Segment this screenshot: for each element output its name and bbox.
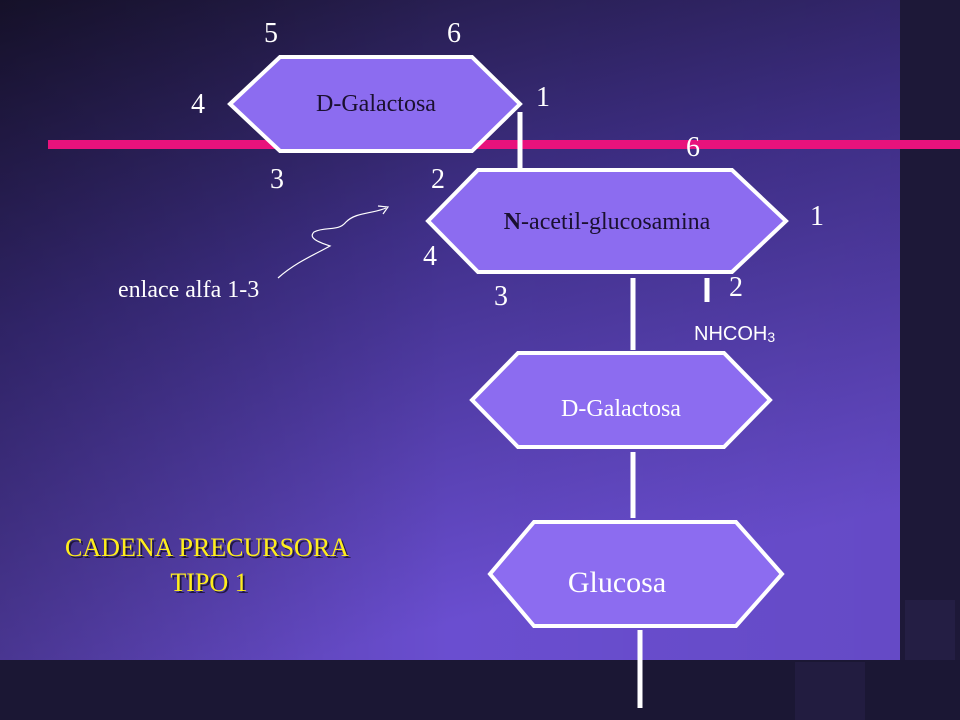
title-line-1: CADENA PRECURSORA bbox=[65, 533, 349, 562]
sugar-label-nag: N-acetil-glucosamina bbox=[504, 209, 711, 235]
hexagon-middle-galactose bbox=[469, 351, 773, 449]
sugar-label-top-galactose: D-Galactosa bbox=[316, 91, 436, 117]
carbon-number-top-2: 2 bbox=[431, 164, 445, 195]
bottom-strip-block bbox=[795, 662, 865, 720]
carbon-number-nag-3: 3 bbox=[494, 281, 508, 312]
carbon-number-top-1: 1 bbox=[536, 82, 550, 113]
substituent-label: NHCOH3 bbox=[694, 323, 775, 345]
carbon-number-nag-2: 2 bbox=[729, 272, 743, 303]
hexagon-n-acetylglucosamine bbox=[425, 168, 789, 274]
hexagon-top-galactose bbox=[227, 55, 523, 153]
sugar-label-nag-prefix: N bbox=[504, 209, 522, 235]
sugar-label-nag-rest: -acetil-glucosamina bbox=[521, 209, 711, 235]
substituent-main: NHCOH bbox=[694, 323, 767, 345]
bond-label: enlace alfa 1-3 bbox=[118, 277, 259, 303]
sugar-label-glucose: Glucosa bbox=[568, 566, 666, 599]
carbon-number-top-5: 5 bbox=[264, 18, 278, 49]
carbon-number-nag-4: 4 bbox=[423, 241, 437, 272]
substituent-subscript: 3 bbox=[767, 329, 775, 345]
pink-divider-bar bbox=[48, 140, 960, 149]
bond-pointer-arrowhead bbox=[377, 205, 390, 215]
hexagon-glucose bbox=[487, 520, 785, 628]
carbon-number-top-4: 4 bbox=[191, 89, 205, 120]
carbon-number-top-3: 3 bbox=[270, 164, 284, 195]
carbon-number-nag-6: 6 bbox=[686, 132, 700, 163]
carbon-number-top-6: 6 bbox=[447, 18, 461, 49]
bond-pointer-arrow bbox=[277, 207, 387, 279]
carbon-number-nag-1: 1 bbox=[810, 201, 824, 232]
sugar-label-middle-galactose: D-Galactosa bbox=[561, 396, 681, 422]
title-line-2: TIPO 1 bbox=[170, 568, 247, 597]
